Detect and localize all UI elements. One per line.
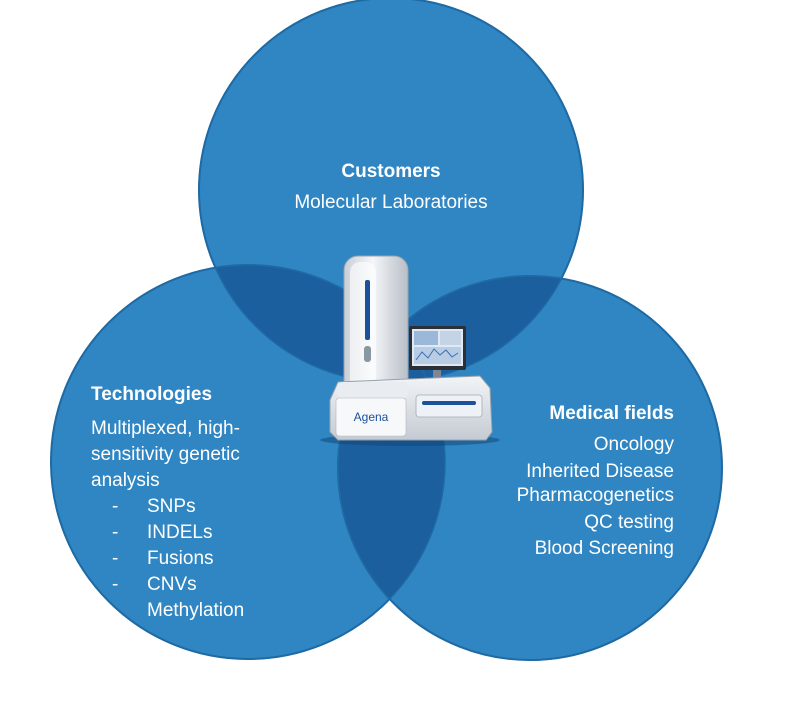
technologies-title: Technologies xyxy=(91,384,213,405)
instrument-image: Agena xyxy=(320,255,500,446)
list-bullet: - xyxy=(112,548,119,569)
technologies-intro-line-3: analysis xyxy=(91,470,160,491)
technology-label: SNPs xyxy=(147,496,196,517)
instrument-brand: Agena xyxy=(354,410,389,424)
medical-field-item: Inherited Disease xyxy=(526,461,674,482)
medical-field-item: Pharmacogenetics xyxy=(516,485,674,506)
list-bullet: - xyxy=(112,522,119,543)
medical-field-item: Oncology xyxy=(593,434,674,455)
medical-field-item: QC testing xyxy=(584,512,674,533)
list-bullet: - xyxy=(112,496,119,517)
medical-field-item: Blood Screening xyxy=(534,538,674,559)
technologies-intro-line-2: sensitivity genetic xyxy=(91,444,240,465)
technology-label: Methylation xyxy=(147,600,245,621)
instrument-front-panel xyxy=(415,394,483,418)
list-bullet: - xyxy=(112,574,119,595)
technology-item: - SNPs xyxy=(112,494,196,520)
technology-label: INDELs xyxy=(147,522,213,543)
medical-fields-title: Medical fields xyxy=(549,403,674,424)
technology-item: - Fusions xyxy=(112,546,214,572)
technology-item: - INDELs xyxy=(112,520,212,546)
customers-body: Molecular Laboratories xyxy=(294,192,488,213)
technology-item: Methylation xyxy=(112,598,244,624)
technology-item: - CNVs xyxy=(112,572,197,598)
customers-title: Customers xyxy=(341,161,441,182)
technologies-intro-line-1: Multiplexed, high- xyxy=(91,418,240,439)
technology-label: CNVs xyxy=(147,574,197,595)
tower-window xyxy=(365,280,370,340)
technology-label: Fusions xyxy=(147,548,214,569)
